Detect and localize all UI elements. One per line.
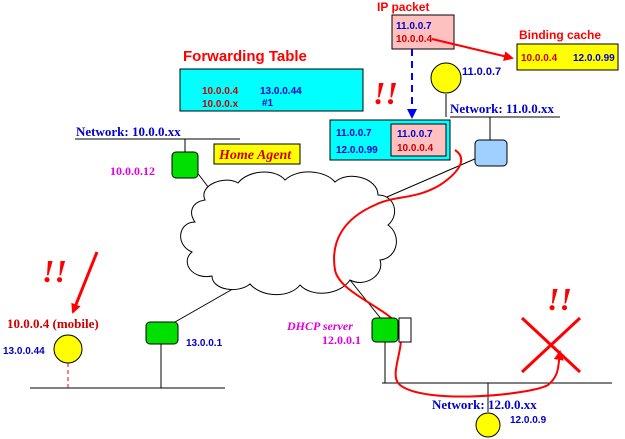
forwarding-table-box: [179, 68, 364, 112]
network-11-label: Network: 11.0.0.xx: [450, 101, 554, 116]
ft-row2-addr: 10.0.0.x: [202, 99, 239, 110]
forwarding-table-title: Forwarding Table: [183, 48, 307, 65]
router-13-label: 13.0.0.1: [186, 338, 223, 349]
mobile-move-arrow: [71, 251, 99, 314]
ft-row1-next: 13.0.0.44: [260, 86, 302, 97]
dhcp-server-label: DHCP server: [286, 319, 353, 333]
router-11: [474, 139, 508, 167]
network-10-label: Network: 10.0.0.xx: [76, 124, 181, 139]
host-12-label: 12.0.0.9: [510, 415, 547, 426]
exclaim-top: !!: [373, 75, 398, 111]
binding-cache-home: 10.0.0.4: [521, 53, 558, 64]
home-agent-label: Home Agent: [218, 148, 292, 163]
network-12-label: Network: 12.0.0.xx: [432, 397, 537, 412]
mobile-coa-label: 13.0.0.44: [3, 346, 45, 357]
ip-packet-dst: 11.0.0.7: [396, 21, 432, 32]
encap-outer-src: 12.0.0.99: [336, 145, 378, 156]
binding-cache-box: [516, 43, 619, 71]
router-10-label: 10.0.0.12: [110, 164, 155, 178]
internet-cloud: [180, 171, 397, 296]
ip-packet-title: IP packet: [377, 0, 429, 14]
red-x-line-2: [520, 316, 582, 374]
ft-row1-addr: 10.0.0.4: [202, 86, 239, 97]
home-agent-box: [213, 143, 301, 165]
router-12: [371, 317, 399, 343]
encap-inner-src: 10.0.0.4: [397, 143, 434, 154]
ft-row2-next: #1: [262, 98, 274, 109]
binding-cache-coa: 12.0.0.99: [573, 53, 615, 64]
exclaim-right: !!: [547, 281, 572, 317]
mobile-node: [53, 334, 83, 364]
mobile-label: 10.0.0.4 (mobile): [7, 316, 99, 331]
dhcp-server-box: [398, 317, 412, 343]
encapsulated-inner-box: [390, 123, 447, 157]
home-agent-router: [171, 151, 199, 179]
encap-inner-dst: 11.0.0.7: [397, 129, 433, 140]
router-13: [145, 321, 179, 345]
binding-cache-title: Binding cache: [519, 28, 601, 42]
host-12-node: [475, 412, 501, 438]
host-11-label: 11.0.0.7: [462, 66, 501, 78]
ip-packet-src: 10.0.0.4: [396, 34, 433, 45]
packet-route-path: [333, 149, 564, 398]
exclaim-left: !!: [42, 253, 67, 289]
ip-packet-box: [391, 14, 455, 50]
router-11-cloud-link: [379, 157, 478, 201]
host-11-node: [430, 62, 462, 94]
router-12-label: 12.0.0.1: [322, 333, 361, 347]
packet-to-cache-arrow: [431, 38, 514, 62]
encap-outer-dst: 11.0.0.7: [336, 128, 372, 139]
